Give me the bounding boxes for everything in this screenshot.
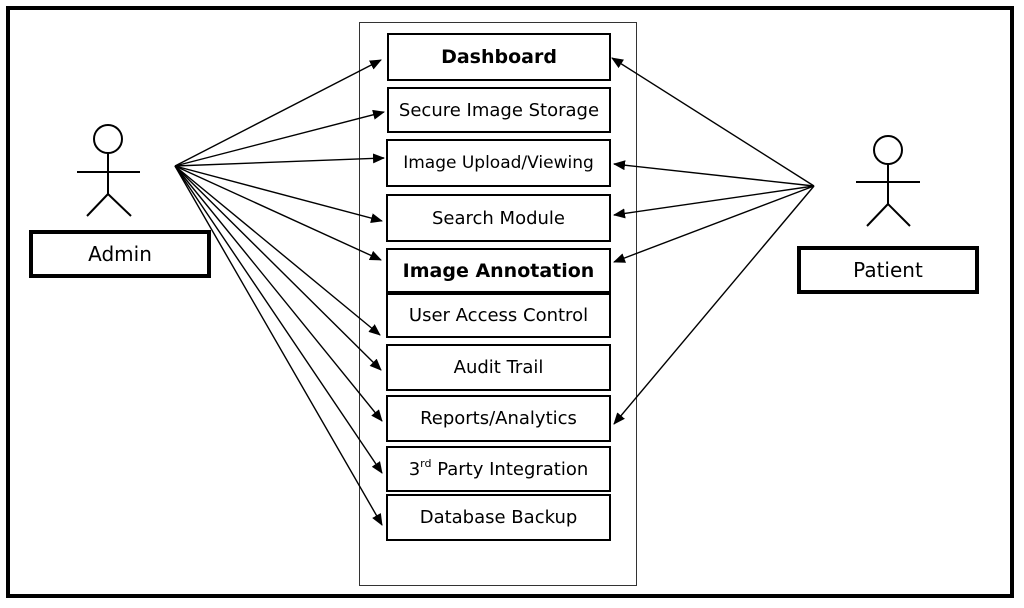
diagram-frame — [6, 6, 1014, 598]
use-case-label: Secure Image Storage — [398, 99, 600, 121]
use-case-image-upload-viewing: Image Upload/Viewing — [386, 139, 611, 187]
patient-to-image-annotation-arrow — [613, 185, 815, 263]
use-case-label: Search Module — [431, 207, 565, 229]
patient-to-dashboard-arrow — [611, 57, 815, 187]
patient-label: Patient — [853, 258, 923, 282]
use-case-label: Database Backup — [419, 507, 578, 528]
patient-label-box: Patient — [797, 246, 979, 294]
admin-to-database-backup-arrow — [174, 165, 383, 526]
patient-to-image-upload-viewing-arrow — [613, 160, 815, 187]
use-case-audit-trail: Audit Trail — [386, 344, 611, 391]
use-case-database-backup: Database Backup — [386, 494, 611, 541]
admin-to-dashboard-arrow — [174, 59, 382, 167]
use-case-label: Dashboard — [441, 46, 557, 68]
admin-to-third-party-integration-arrow — [174, 165, 383, 474]
use-case-dashboard: Dashboard — [387, 33, 611, 81]
use-case-label: Image Annotation — [402, 259, 595, 282]
admin-label-box: Admin — [29, 230, 211, 278]
use-case-label: Audit Trail — [453, 357, 544, 378]
admin-actor-figure — [77, 124, 140, 217]
admin-to-secure-image-storage-arrow — [174, 109, 385, 167]
admin-to-search-module-arrow — [174, 165, 383, 224]
use-case-label: User Access Control — [408, 305, 589, 326]
association-lines — [174, 57, 815, 526]
use-case-user-access-control: User Access Control — [386, 293, 611, 338]
patient-to-search-module-arrow — [613, 185, 815, 219]
system-boundary — [359, 22, 637, 586]
admin-to-audit-trail-arrow — [174, 165, 382, 371]
patient-actor-figure — [856, 135, 920, 227]
use-case-search-module: Search Module — [386, 194, 611, 242]
admin-to-image-upload-viewing-arrow — [174, 153, 385, 167]
use-case-label: Image Upload/Viewing — [403, 153, 594, 173]
use-case-third-party-integration: 3rd Party Integration — [386, 446, 611, 492]
use-case-label: Reports/Analytics — [420, 408, 577, 429]
use-case-reports-analytics: Reports/Analytics — [386, 395, 611, 442]
admin-to-image-annotation-arrow — [174, 165, 382, 261]
patient-to-reports-analytics-arrow — [613, 185, 815, 425]
use-case-image-annotation: Image Annotation — [386, 248, 611, 293]
admin-to-reports-analytics-arrow — [174, 165, 383, 422]
use-case-secure-image-storage: Secure Image Storage — [387, 87, 611, 133]
use-case-label: 3rd Party Integration — [408, 457, 589, 480]
admin-to-user-access-control-arrow — [174, 165, 381, 336]
admin-label: Admin — [88, 242, 152, 266]
